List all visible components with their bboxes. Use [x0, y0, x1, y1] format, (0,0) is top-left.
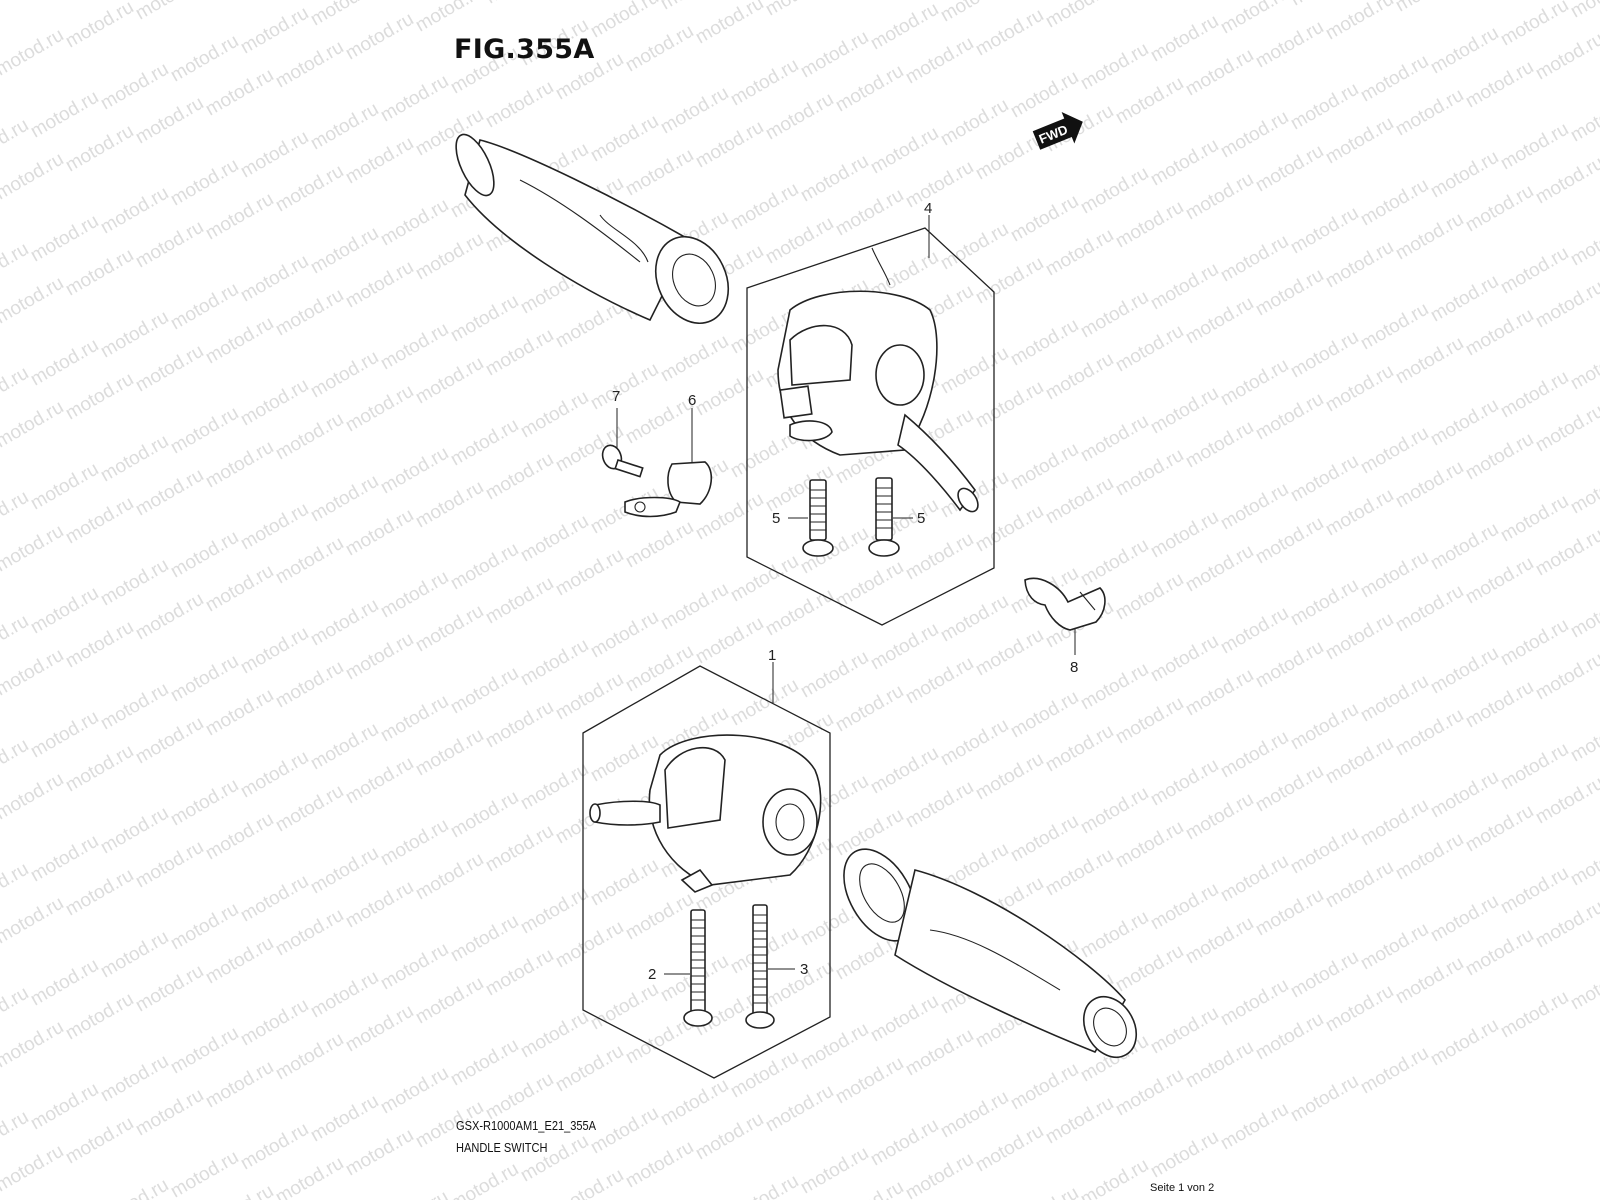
- callout-6: 6: [688, 392, 696, 409]
- screw-5a: [802, 479, 834, 557]
- callout-7: 7: [612, 388, 620, 405]
- callout-1: 1: [768, 647, 776, 664]
- screw-3: [745, 904, 775, 1029]
- diagram-code: GSX-R1000AM1_E21_355A: [456, 1118, 597, 1133]
- screw-5b: [868, 477, 900, 557]
- right-handle-switch: [589, 734, 822, 893]
- right-grip: [843, 848, 1138, 1058]
- screw-7: [601, 444, 644, 478]
- fwd-arrow-icon: FWD: [1032, 111, 1083, 150]
- clip-8: [1024, 577, 1106, 631]
- left-grip: [455, 133, 730, 325]
- callout-5-right: 5: [917, 510, 925, 527]
- kit-frame-1: [582, 665, 831, 1079]
- callout-2: 2: [648, 966, 656, 983]
- screw-2: [683, 909, 713, 1027]
- left-handle-switch: [777, 247, 979, 513]
- callout-8: 8: [1070, 659, 1078, 676]
- callout-4: 4: [924, 200, 932, 217]
- leader-lines: [616, 215, 1076, 975]
- kit-frame-4: [746, 227, 995, 626]
- figure-title: FIG.355A: [454, 34, 595, 65]
- callout-3: 3: [800, 961, 808, 978]
- diagram-name: HANDLE SWITCH: [456, 1140, 548, 1155]
- callout-5-left: 5: [772, 510, 780, 527]
- clamp-6: [624, 461, 713, 518]
- page-number: Seite 1 von 2: [1150, 1182, 1215, 1194]
